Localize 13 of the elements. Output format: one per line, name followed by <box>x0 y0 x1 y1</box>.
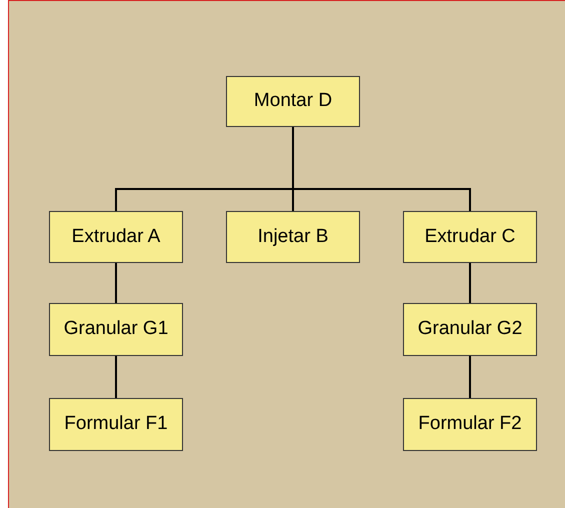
process-box: Granular G2 <box>403 303 537 356</box>
process-box: Extrudar A <box>49 211 183 263</box>
process-box: Formular F2 <box>403 398 537 451</box>
process-box: Formular F1 <box>49 398 183 451</box>
process-box: Montar D <box>226 76 360 127</box>
process-box: Granular G1 <box>49 303 183 356</box>
connector-line <box>115 263 117 303</box>
process-box: Injetar B <box>226 211 360 263</box>
connector-line <box>115 356 117 398</box>
connector-line <box>469 356 471 398</box>
process-box: Extrudar C <box>403 211 537 263</box>
connector-line <box>292 127 471 211</box>
connector-line <box>469 263 471 303</box>
